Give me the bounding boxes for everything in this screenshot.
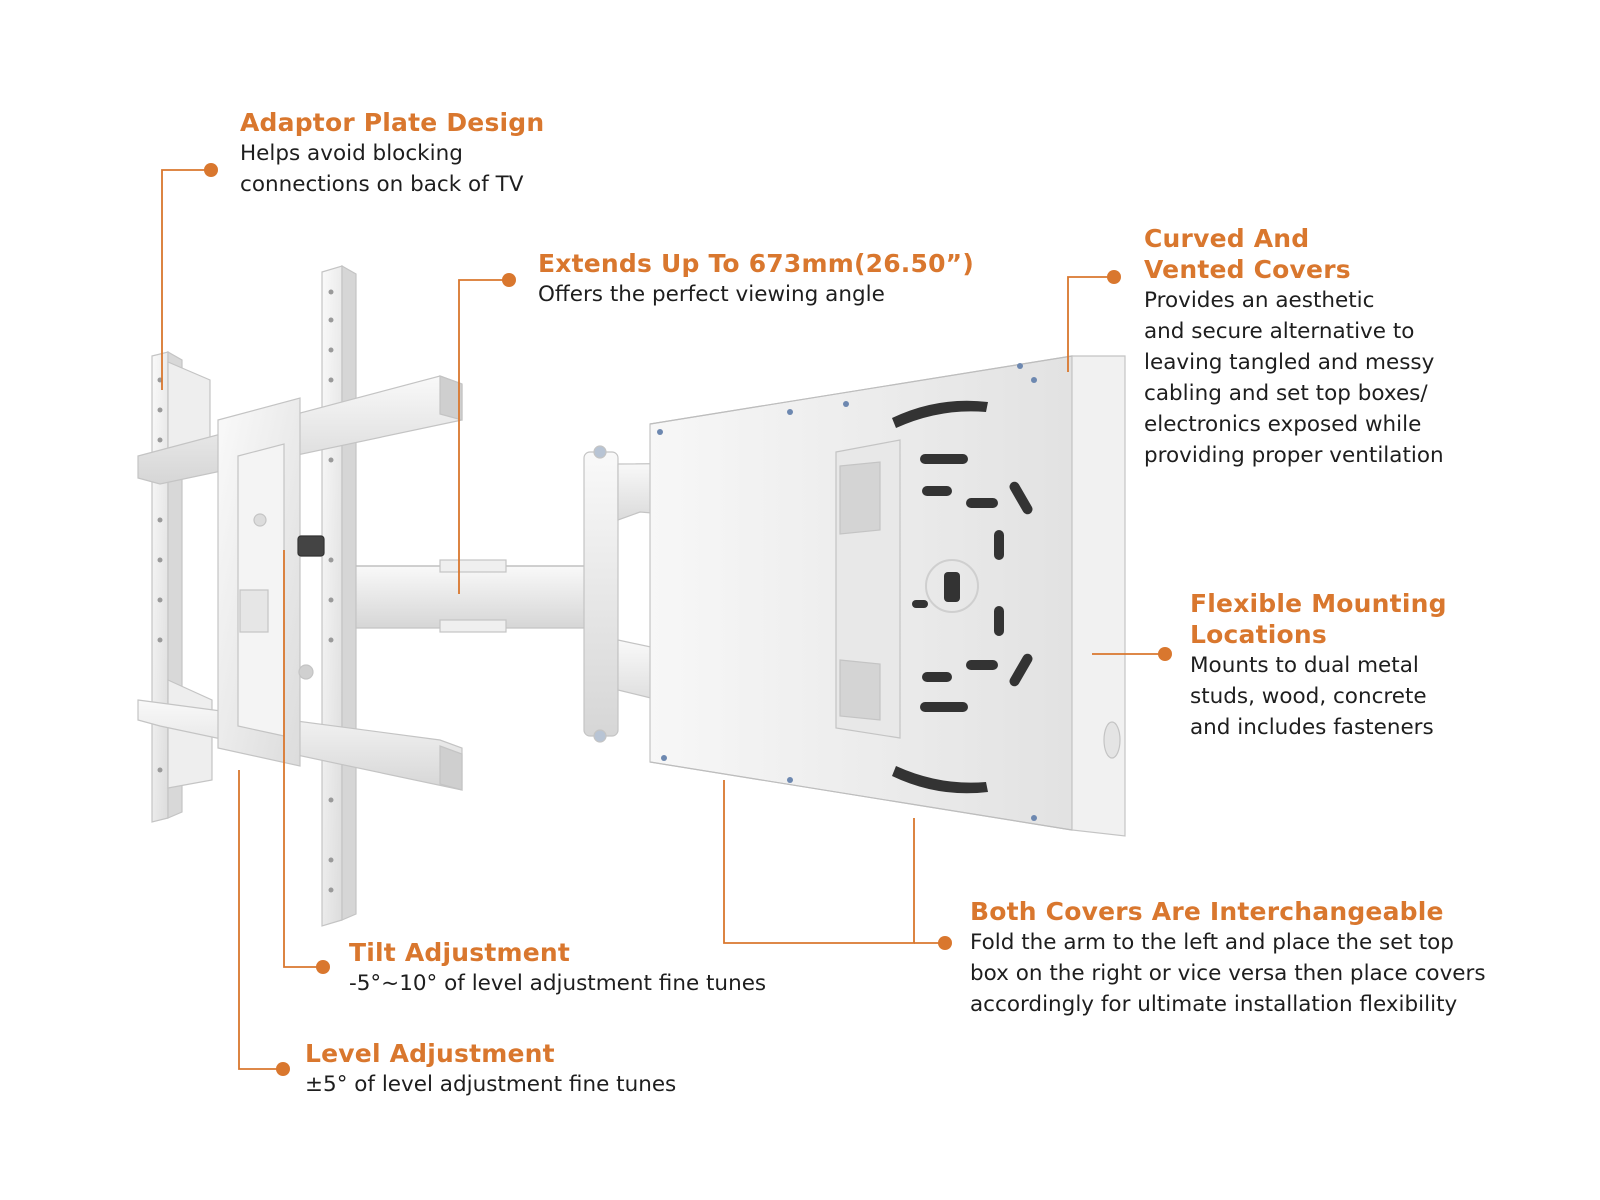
adaptor-plate <box>217 397 301 767</box>
tilt-knob <box>297 535 325 680</box>
dot-both <box>938 936 952 950</box>
desc-line: Helps avoid blocking <box>240 141 463 166</box>
title-line: Flexible Mounting <box>1190 589 1447 618</box>
desc-line: ±5° of level adjustment fine tunes <box>305 1072 677 1097</box>
callout-description: Helps avoid blocking connections on back… <box>240 138 544 200</box>
tv-mount-illustration <box>137 264 1126 927</box>
callout-title: Tilt Adjustment <box>349 938 571 967</box>
callout-dots <box>204 163 1172 1076</box>
callout-flexible-mounting: Flexible Mounting Locations Mounts to du… <box>1190 588 1447 743</box>
callout-title: Flexible Mounting Locations <box>1190 588 1447 650</box>
callout-title: Curved And Vented Covers <box>1144 223 1444 285</box>
dot-curved <box>1107 270 1121 284</box>
desc-line: -5°~10° of level adjustment fine tunes <box>349 971 767 996</box>
callout-adaptor-plate: Adaptor Plate Design Helps avoid blockin… <box>240 107 544 200</box>
title-line: Locations <box>1190 620 1327 649</box>
callout-title: Adaptor Plate Design <box>240 108 545 137</box>
desc-line: and includes fasteners <box>1190 715 1434 740</box>
vent-slots <box>892 400 1033 794</box>
desc-line: box on the right or vice versa then plac… <box>970 961 1486 986</box>
callout-description: ±5° of level adjustment fine tunes <box>305 1069 676 1100</box>
desc-line: providing proper ventilation <box>1144 443 1444 468</box>
desc-line: connections on back of TV <box>240 172 524 197</box>
desc-line: Offers the perfect viewing angle <box>538 282 885 307</box>
callout-description: Provides an aesthetic and secure alterna… <box>1144 285 1444 471</box>
dot-flexible <box>1158 647 1172 661</box>
desc-line: studs, wood, concrete <box>1190 684 1427 709</box>
title-line: Vented Covers <box>1144 255 1351 284</box>
desc-line: Provides an aesthetic <box>1144 288 1375 313</box>
desc-line: Mounts to dual metal <box>1190 653 1419 678</box>
callout-title: Level Adjustment <box>305 1039 555 1068</box>
dot-adaptor <box>204 163 218 177</box>
desc-line: and secure alternative to <box>1144 319 1415 344</box>
dot-extends <box>502 273 516 287</box>
cover-screws <box>657 363 1037 821</box>
right-vertical-rail <box>321 264 357 927</box>
callout-description: -5°~10° of level adjustment fine tunes <box>349 968 766 999</box>
callout-description: Fold the arm to the left and place the s… <box>970 927 1486 1020</box>
desc-line: leaving tangled and messy <box>1144 350 1435 375</box>
desc-line: Fold the arm to the left and place the s… <box>970 930 1454 955</box>
wall-plate <box>835 439 901 739</box>
callout-interchangeable-covers: Both Covers Are Interchangeable Fold the… <box>970 896 1486 1020</box>
desc-line: accordingly for ultimate installation fl… <box>970 992 1458 1017</box>
dot-tilt <box>316 960 330 974</box>
dot-level <box>276 1062 290 1076</box>
title-line: Curved And <box>1144 224 1310 253</box>
callout-curved-covers: Curved And Vented Covers Provides an aes… <box>1144 223 1444 471</box>
desc-line: electronics exposed while <box>1144 412 1422 437</box>
callout-description: Offers the perfect viewing angle <box>538 279 974 310</box>
callout-tilt-adjustment: Tilt Adjustment -5°~10° of level adjustm… <box>349 937 766 999</box>
desc-line: cabling and set top boxes/ <box>1144 381 1428 406</box>
left-vertical-rail <box>151 350 213 823</box>
leader-lines <box>161 169 1165 1070</box>
callout-title: Extends Up To 673mm(26.50”) <box>538 249 974 278</box>
callout-description: Mounts to dual metal studs, wood, concre… <box>1190 650 1447 743</box>
callout-extends: Extends Up To 673mm(26.50”) Offers the p… <box>538 248 974 310</box>
callout-title: Both Covers Are Interchangeable <box>970 897 1444 926</box>
center-hole <box>925 559 979 613</box>
callout-level-adjustment: Level Adjustment ±5° of level adjustment… <box>305 1038 676 1100</box>
